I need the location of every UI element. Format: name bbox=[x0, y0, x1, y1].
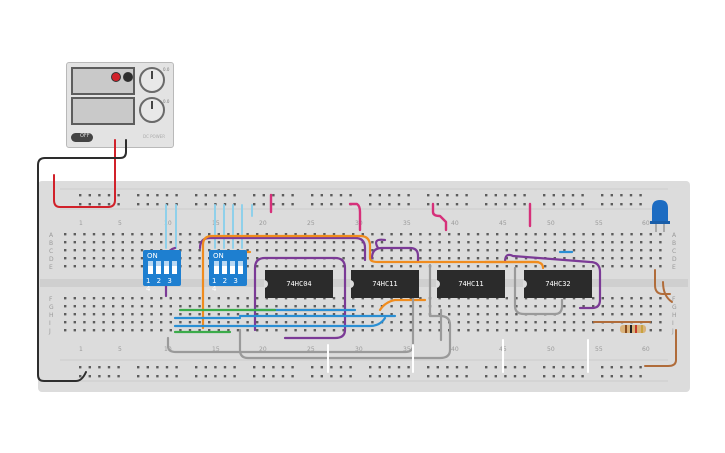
column-number: 20 bbox=[259, 346, 267, 353]
column-number: 55 bbox=[595, 220, 603, 227]
row-letter: C bbox=[49, 248, 54, 255]
column-number: 25 bbox=[307, 220, 315, 227]
negative-terminal[interactable] bbox=[123, 72, 133, 82]
column-number: 60 bbox=[642, 346, 650, 353]
row-letter: H bbox=[672, 312, 677, 319]
power-red-wire[interactable] bbox=[53, 139, 116, 208]
voltage-knob[interactable] bbox=[139, 67, 165, 93]
row-letter: H bbox=[49, 312, 54, 319]
row-letter: A bbox=[49, 232, 54, 239]
signal-wire-purple[interactable] bbox=[375, 238, 387, 250]
row-letter: G bbox=[672, 304, 677, 311]
power-switch-label: OFF bbox=[80, 133, 90, 139]
dip-position-numbers: 1 2 3 4 bbox=[146, 277, 174, 293]
chip-74hc11-b[interactable]: 74HC11 bbox=[436, 270, 505, 298]
column-number: 55 bbox=[595, 346, 603, 353]
power-black-wire[interactable] bbox=[37, 139, 127, 382]
vcc-wire[interactable] bbox=[348, 202, 362, 232]
column-number: 5 bbox=[118, 220, 122, 227]
column-number: 5 bbox=[118, 346, 122, 353]
signal-wire-purple[interactable] bbox=[253, 256, 347, 332]
column-number: 1 bbox=[79, 220, 83, 227]
column-number: 40 bbox=[451, 220, 459, 227]
led[interactable] bbox=[650, 200, 670, 232]
vcc-wire[interactable] bbox=[431, 202, 448, 232]
row-letter: B bbox=[49, 240, 54, 247]
signal-wire-orange[interactable] bbox=[378, 298, 427, 312]
dip-slider-3[interactable] bbox=[164, 261, 169, 274]
positive-terminal[interactable] bbox=[111, 72, 121, 82]
chip-74hc32[interactable]: 74HC32 bbox=[523, 270, 592, 298]
signal-wire-purple[interactable] bbox=[283, 328, 347, 340]
current-knob-label: 0.0 bbox=[163, 99, 170, 104]
power-supply-brand: DC POWER bbox=[143, 134, 165, 139]
dip-slider-2[interactable] bbox=[156, 261, 161, 274]
column-number: 10 bbox=[164, 220, 172, 227]
row-letter: D bbox=[672, 256, 677, 263]
dip-slider-4[interactable] bbox=[172, 261, 177, 274]
row-letter: F bbox=[49, 296, 53, 303]
dip-switch-1[interactable]: ON 1 2 3 4 bbox=[143, 250, 181, 293]
current-display bbox=[71, 97, 135, 125]
led-wire[interactable] bbox=[654, 269, 671, 295]
row-letter: I bbox=[672, 320, 674, 327]
column-number: 20 bbox=[259, 220, 267, 227]
column-number: 60 bbox=[642, 220, 650, 227]
row-letter: J bbox=[672, 328, 674, 335]
dip-switch-2[interactable]: ON 1 2 3 4 bbox=[209, 250, 247, 293]
dip-slider-2[interactable] bbox=[222, 261, 227, 274]
column-number: 35 bbox=[403, 346, 411, 353]
row-letter: B bbox=[672, 240, 677, 247]
row-letter: A bbox=[672, 232, 677, 239]
dip-position-numbers: 1 2 3 4 bbox=[212, 277, 240, 293]
current-knob[interactable] bbox=[139, 97, 165, 123]
column-number: 25 bbox=[307, 346, 315, 353]
led-wire[interactable] bbox=[662, 281, 673, 303]
dip-on-label: ON bbox=[213, 252, 224, 260]
row-letter: F bbox=[672, 296, 676, 303]
column-number: 40 bbox=[451, 346, 459, 353]
row-letter: I bbox=[49, 320, 51, 327]
chip-74hc04[interactable]: 74HC04 bbox=[264, 270, 333, 298]
column-number: 35 bbox=[403, 220, 411, 227]
column-number: 1 bbox=[79, 346, 83, 353]
dip-slider-4[interactable] bbox=[238, 261, 243, 274]
row-letter: D bbox=[49, 256, 54, 263]
column-number: 45 bbox=[499, 220, 507, 227]
column-number: 50 bbox=[547, 346, 555, 353]
signal-wire-purple[interactable] bbox=[503, 253, 602, 310]
dip-slider-1[interactable] bbox=[148, 261, 153, 274]
signal-wire-purple[interactable] bbox=[370, 246, 420, 264]
column-number: 15 bbox=[212, 346, 220, 353]
row-letter: J bbox=[49, 328, 51, 335]
led-wire[interactable] bbox=[644, 329, 677, 367]
signal-wire-blue[interactable] bbox=[173, 316, 387, 328]
voltage-knob-label: 0.0 bbox=[163, 67, 170, 72]
dip-slider-3[interactable] bbox=[230, 261, 235, 274]
signal-wire-gray[interactable] bbox=[238, 263, 452, 360]
row-letter: E bbox=[672, 264, 676, 271]
resistor[interactable] bbox=[620, 325, 646, 333]
row-letter: C bbox=[672, 248, 677, 255]
signal-wire-purple[interactable] bbox=[198, 236, 367, 262]
dip-on-label: ON bbox=[147, 252, 158, 260]
power-switch[interactable] bbox=[71, 133, 93, 142]
row-letter: E bbox=[49, 264, 53, 271]
column-number: 50 bbox=[547, 220, 555, 227]
chip-74hc11-a[interactable]: 74HC11 bbox=[350, 270, 419, 298]
signal-wire-gray[interactable] bbox=[513, 266, 564, 316]
row-letter: G bbox=[49, 304, 54, 311]
column-number: 30 bbox=[355, 346, 363, 353]
dip-slider-1[interactable] bbox=[214, 261, 219, 274]
